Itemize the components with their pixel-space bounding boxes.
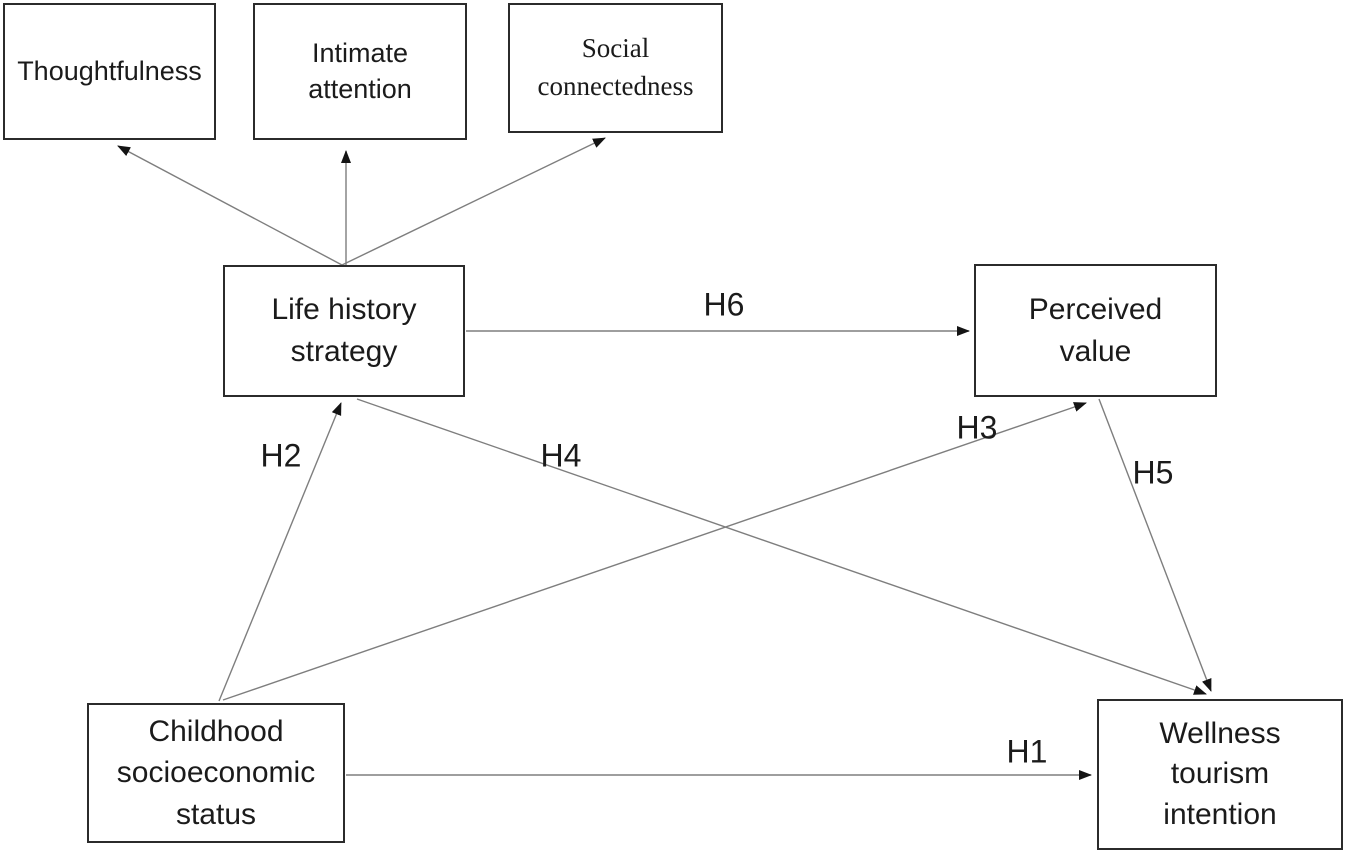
hypothesis-label-h1: H1 (1006, 733, 1048, 770)
node-social-connectedness: Social connectedness (508, 3, 723, 133)
hypothesis-label-h6: H6 (703, 286, 745, 323)
edge-h4 (356, 398, 1207, 695)
node-wellness-tourism-intention-label: Wellness tourism intention (1159, 716, 1281, 831)
node-life-history-strategy: Life history strategy (223, 265, 465, 397)
node-life-history-strategy-label: Life history strategy (271, 293, 417, 368)
node-thoughtfulness: Thoughtfulness (3, 3, 216, 140)
hypothesis-label-h4: H4 (540, 437, 582, 474)
node-childhood-socioeconomic-status-label: Childhood socioeconomic status (116, 714, 316, 831)
hypothesis-label-h5: H5 (1132, 454, 1174, 491)
node-intimate-attention-label: Intimate attention (308, 38, 412, 104)
edge-lhs-to-thoughtfulness (117, 145, 343, 266)
node-intimate-attention: Intimate attention (253, 3, 467, 140)
node-thoughtfulness-label: Thoughtfulness (17, 55, 202, 86)
node-social-connectedness-label: Social connectedness (537, 33, 694, 101)
node-perceived-value: Perceived value (974, 264, 1217, 397)
edge-h2 (218, 402, 342, 702)
node-wellness-tourism-intention: Wellness tourism intention (1097, 699, 1343, 850)
node-childhood-socioeconomic-status: Childhood socioeconomic status (87, 703, 345, 843)
edge-h3 (222, 402, 1087, 701)
edge-lhs-to-social-connectedness (341, 137, 606, 266)
node-perceived-value-label: Perceived value (1028, 292, 1163, 368)
edge-h5 (1098, 398, 1212, 692)
hypothesis-label-h2: H2 (260, 437, 302, 474)
hypothesis-label-h3: H3 (956, 409, 998, 446)
